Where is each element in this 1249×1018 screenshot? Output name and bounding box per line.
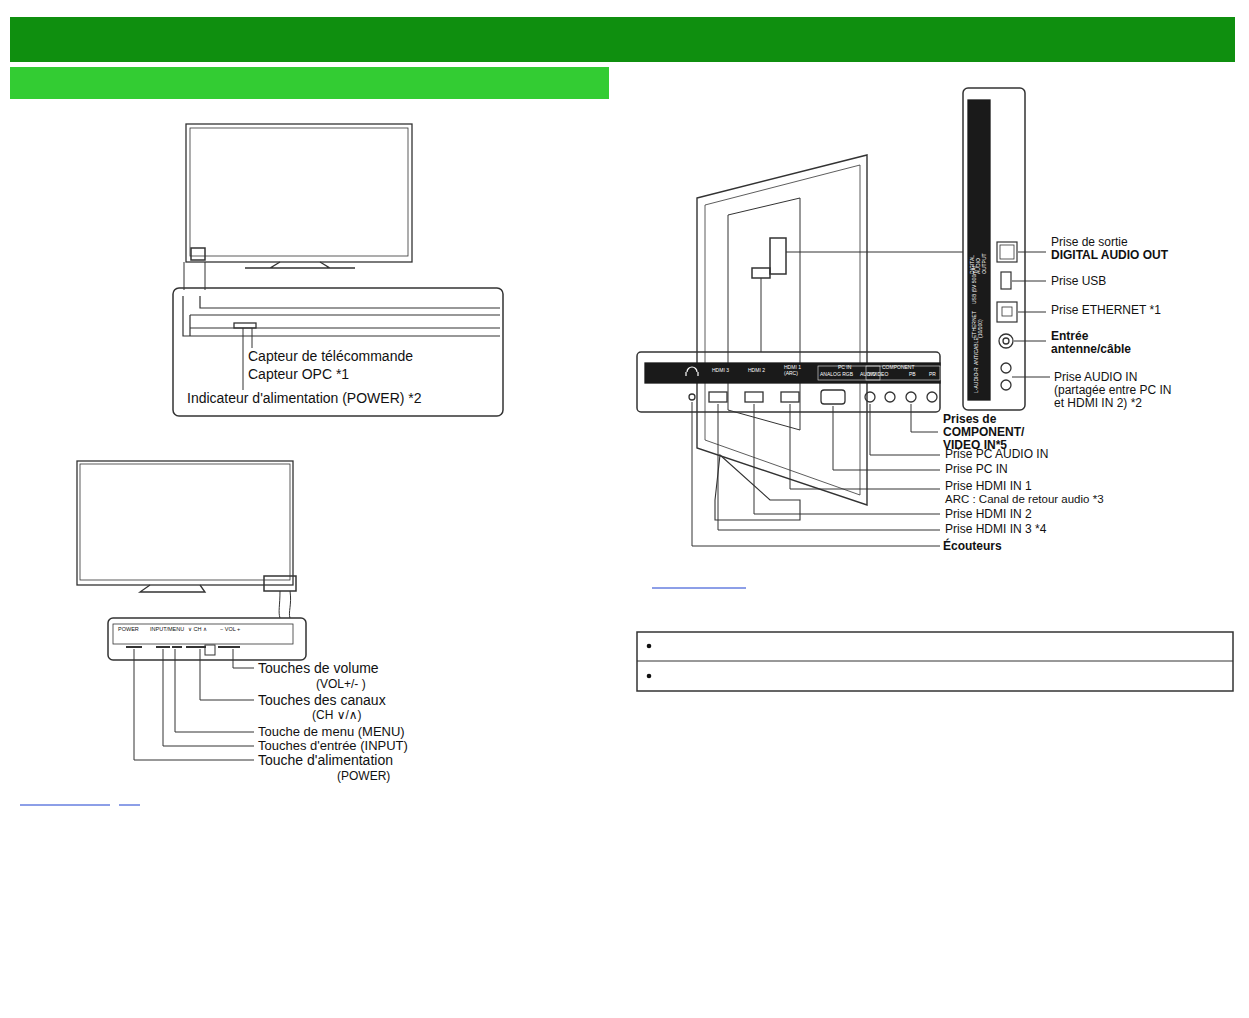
callout-label: Touche d'alimentation [258,753,393,768]
inset-panel: DIGITAL AUDIO OUTPUTUSB (5V 500mA)ETHERN… [963,88,1025,410]
callout-label: Prise USB [1051,275,1106,288]
port-label: ETHERNET (10/100) [972,294,984,338]
callout-label: Prise HDMI IN 1 [945,480,1032,493]
callout-label: (VOL+/- ) [316,678,366,691]
port-label: ANT/CABLE [974,325,980,365]
port-label: HDMI 3 [712,368,729,374]
port-label: L-AUDIO-R [974,353,980,393]
port-label: PC IN [838,365,851,371]
callout-label: Touches d'entrée (INPUT) [258,739,408,753]
port-label: PB [909,372,916,378]
inset-panel: Capteur de télécommandeCapteur OPC *1 Ind… [173,288,503,416]
callout-label: (CH ∨/∧) [312,709,362,722]
callout-label: Prise AUDIO IN (partagée entre PC IN et … [1054,371,1174,411]
callout-text: Capteur OPC *1 [248,367,349,382]
port-label: ∨ CH ∧ [188,626,207,632]
callout-label: Prise HDMI IN 2 [945,508,1032,521]
callout-label: DIGITAL AUDIO OUT [1051,249,1168,262]
callout-label: Touche de menu (MENU) [258,725,405,739]
callout-label: Prise PC IN [945,463,1008,476]
port-label: INPUT/MENU [150,626,184,632]
header-band [10,17,1235,62]
callout-label: Prise HDMI IN 3 *4 [945,523,1046,536]
callout-text: Indicateur d'alimentation (POWER) *2 [187,391,422,406]
callout-text: Capteur de télécommande [248,349,413,364]
callout-label: Écouteurs [943,540,1002,553]
port-label: HDMI 2 [748,368,765,374]
port-label: HDMI 1 (ARC) [784,365,806,377]
port-label: − VOL + [220,626,240,632]
callout-label: Prise PC AUDIO IN [945,448,1048,461]
port-label: USB (5V 500mA) [972,262,978,304]
callout-label: Prises de COMPONENT/ VIDEO IN*5 [943,413,1035,453]
port-label: POWER [118,626,139,632]
callout-label: ARC : Canal de retour audio *3 [945,493,1104,506]
port-label: Y/VIDEO [868,372,888,378]
port-label: PR [929,372,936,378]
callout-label: Touches de volume [258,661,379,676]
callout-label: Touches des canaux [258,693,386,708]
callout-label: Prise de sortie [1051,236,1128,249]
callout-label: Prise ETHERNET *1 [1051,304,1161,317]
inset-panel: HDMI 3HDMI 2HDMI 1 (ARC)PC INANALOG RGBA… [637,352,940,412]
port-label: ANALOG RGB [820,372,853,378]
inset-panel: POWER INPUT/MENU ∨ CH ∧ − VOL + [108,618,306,660]
port-label: COMPONENT [882,365,915,371]
subheader-band [10,67,609,99]
callout-label: (POWER) [337,770,390,783]
callout-label: Entrée antenne/câble [1051,330,1141,356]
